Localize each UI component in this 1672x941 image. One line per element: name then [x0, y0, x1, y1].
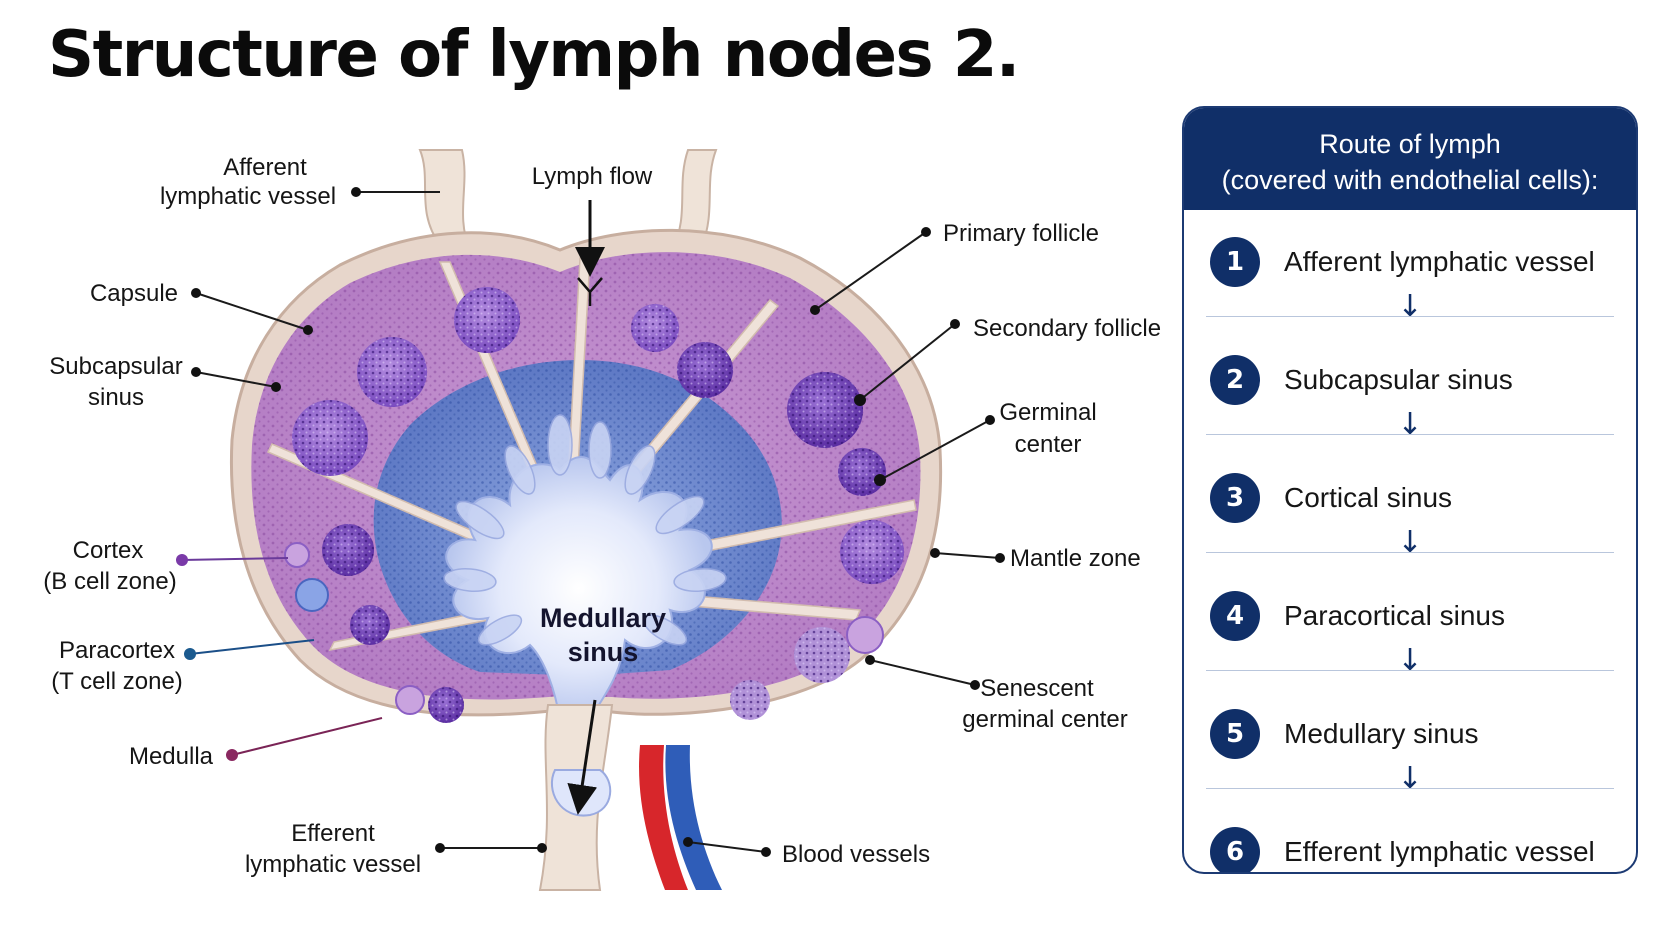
step-number-badge: 3: [1210, 473, 1260, 523]
route-step: 3 Cortical sinus: [1206, 470, 1614, 526]
medullary-sinus-label-line1: Medullary: [540, 603, 666, 633]
capsule-label: Capsule: [90, 280, 178, 307]
down-arrow-icon: ↓: [1397, 289, 1423, 324]
lymph-flow-label: Lymph flow: [532, 163, 653, 190]
medulla-label: Medulla: [129, 743, 214, 770]
leader-dots: [176, 187, 1005, 857]
blood-vessels-label: Blood vessels: [782, 841, 930, 868]
down-arrow-icon: ↓: [1397, 407, 1423, 442]
subcapsular-label-line2: sinus: [88, 384, 144, 411]
route-panel-heading: Route of lymph (covered with endothelial…: [1184, 108, 1636, 210]
medullary-sinus-label-line2: sinus: [568, 637, 639, 667]
medullary-cords: [443, 414, 727, 646]
route-of-lymph-panel: Route of lymph (covered with endothelial…: [1182, 106, 1638, 874]
route-heading-line1: Route of lymph: [1319, 129, 1501, 159]
step-label: Subcapsular sinus: [1284, 364, 1513, 395]
cortex-label-line1: Cortex: [73, 537, 144, 564]
route-step: 5 Medullary sinus: [1206, 706, 1614, 762]
step-separator: ↓: [1206, 528, 1614, 562]
step-label: Efferent lymphatic vessel: [1284, 836, 1595, 867]
down-arrow-icon: ↓: [1397, 525, 1423, 560]
step-number-badge: 6: [1210, 827, 1260, 872]
route-steps: 1 Afferent lymphatic vessel ↓ 2 Subcapsu…: [1184, 234, 1636, 872]
paracortex-label-line1: Paracortex: [59, 637, 175, 664]
efferent-label-line1: Efferent: [291, 820, 375, 847]
step-label: Paracortical sinus: [1284, 600, 1505, 631]
route-step: 1 Afferent lymphatic vessel: [1206, 234, 1614, 290]
senescent-label-line2: germinal center: [962, 706, 1127, 733]
down-arrow-icon: ↓: [1397, 761, 1423, 796]
step-separator: ↓: [1206, 292, 1614, 326]
paracortex-label-line2: (T cell zone): [51, 668, 183, 695]
step-number-badge: 4: [1210, 591, 1260, 641]
step-separator: ↓: [1206, 646, 1614, 680]
follicles: [284, 287, 904, 723]
down-arrow-icon: ↓: [1397, 643, 1423, 678]
afferent-vessel-label-line2: lymphatic vessel: [160, 183, 336, 210]
senescent-label-line1: Senescent: [980, 675, 1094, 702]
artery: [639, 745, 688, 890]
cortex-label-line2: (B cell zone): [43, 568, 176, 595]
route-heading-line2: (covered with endothelial cells):: [1221, 165, 1599, 195]
vein: [665, 745, 722, 890]
secondary-follicle-label: Secondary follicle: [973, 315, 1161, 342]
leader-lines: [181, 191, 1001, 853]
hilum: [538, 704, 722, 891]
lymph-node-diagram: Afferent lymphatic vessel Lymph flow Cap…: [43, 149, 1161, 891]
step-separator: ↓: [1206, 410, 1614, 444]
efferent-label-line2: lymphatic vessel: [245, 851, 421, 878]
afferent-vessel-label-line1: Afferent: [223, 154, 307, 181]
mantle-zone-label: Mantle zone: [1010, 545, 1141, 572]
step-number-badge: 1: [1210, 237, 1260, 287]
step-separator: ↓: [1206, 764, 1614, 798]
lymph-flow-arrows: [567, 200, 605, 815]
step-number-badge: 5: [1210, 709, 1260, 759]
route-step: 2 Subcapsular sinus: [1206, 352, 1614, 408]
step-number-badge: 2: [1210, 355, 1260, 405]
route-step: 4 Paracortical sinus: [1206, 588, 1614, 644]
page-title: Structure of lymph nodes 2.: [48, 18, 1020, 92]
medullary-sinus: [445, 456, 713, 721]
primary-follicle-label: Primary follicle: [943, 220, 1099, 247]
germinal-center-label-line1: Germinal: [999, 399, 1096, 426]
subcapsular-label-line1: Subcapsular: [49, 353, 182, 380]
step-label: Cortical sinus: [1284, 482, 1453, 513]
step-label: Afferent lymphatic vessel: [1284, 246, 1595, 277]
step-label: Medullary sinus: [1284, 718, 1479, 749]
germinal-center-label-line2: center: [1015, 431, 1082, 458]
route-step: 6 Efferent lymphatic vessel: [1206, 824, 1614, 872]
